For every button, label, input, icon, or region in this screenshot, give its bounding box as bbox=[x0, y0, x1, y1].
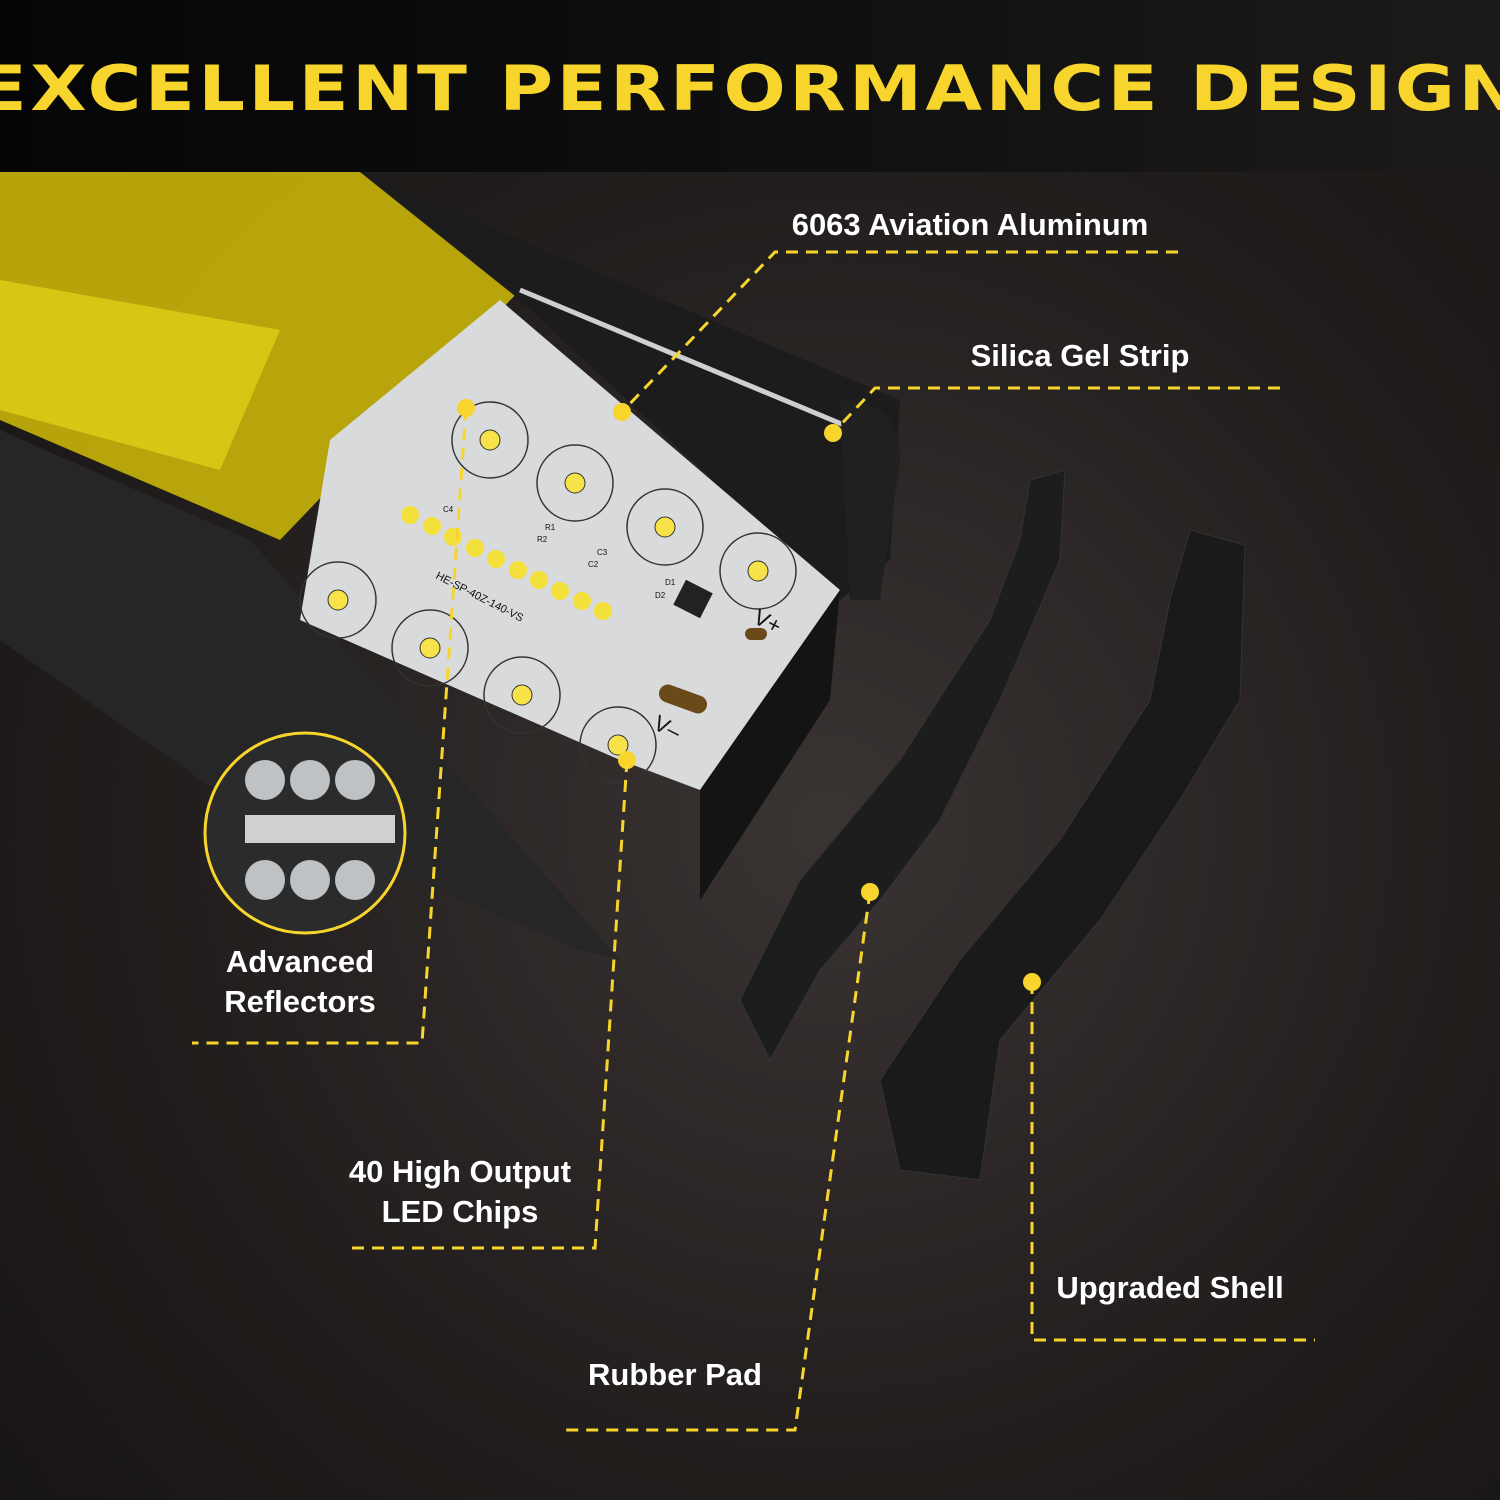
leader-dots bbox=[457, 399, 1041, 991]
upgraded-shell-part bbox=[879, 529, 1246, 1181]
label-aviation-aluminum: 6063 Aviation Aluminum bbox=[791, 207, 1149, 242]
label-upgraded-shell: Upgraded Shell bbox=[1056, 1270, 1284, 1305]
label-reflectors-line2: Reflectors bbox=[224, 984, 376, 1019]
pcb-r2: R2 bbox=[537, 535, 548, 544]
pcb-r1: R1 bbox=[545, 523, 556, 532]
aluminum-housing bbox=[0, 430, 620, 960]
pcb-c4: C4 bbox=[443, 505, 454, 514]
led-chip-row bbox=[401, 506, 612, 620]
pcb-d1: D1 bbox=[665, 578, 676, 587]
leader-lines bbox=[192, 250, 1315, 1432]
heat-sink bbox=[700, 590, 840, 900]
rubber-pad-part bbox=[739, 469, 1066, 1062]
label-led-line2: LED Chips bbox=[381, 1194, 539, 1229]
end-cap bbox=[840, 400, 900, 600]
page-title: EXCELLENT PERFORMANCE DESIGN bbox=[0, 52, 1500, 125]
label-led-chips: 40 High Output LED Chips bbox=[320, 1152, 600, 1232]
led-pcb bbox=[300, 300, 840, 790]
label-led-line1: 40 High Output bbox=[348, 1154, 572, 1189]
label-silica-gel-strip: Silica Gel Strip bbox=[970, 338, 1190, 373]
pcb-c2: C2 bbox=[588, 560, 599, 569]
label-rubber-pad: Rubber Pad bbox=[588, 1357, 762, 1392]
led-chips bbox=[327, 429, 769, 756]
label-reflectors-line1: Advanced bbox=[225, 944, 375, 979]
pcb-c3: C3 bbox=[597, 548, 608, 557]
pcb-d2: D2 bbox=[655, 591, 666, 600]
title-banner bbox=[0, 0, 1500, 172]
label-advanced-reflectors: Advanced Reflectors bbox=[180, 942, 420, 1022]
